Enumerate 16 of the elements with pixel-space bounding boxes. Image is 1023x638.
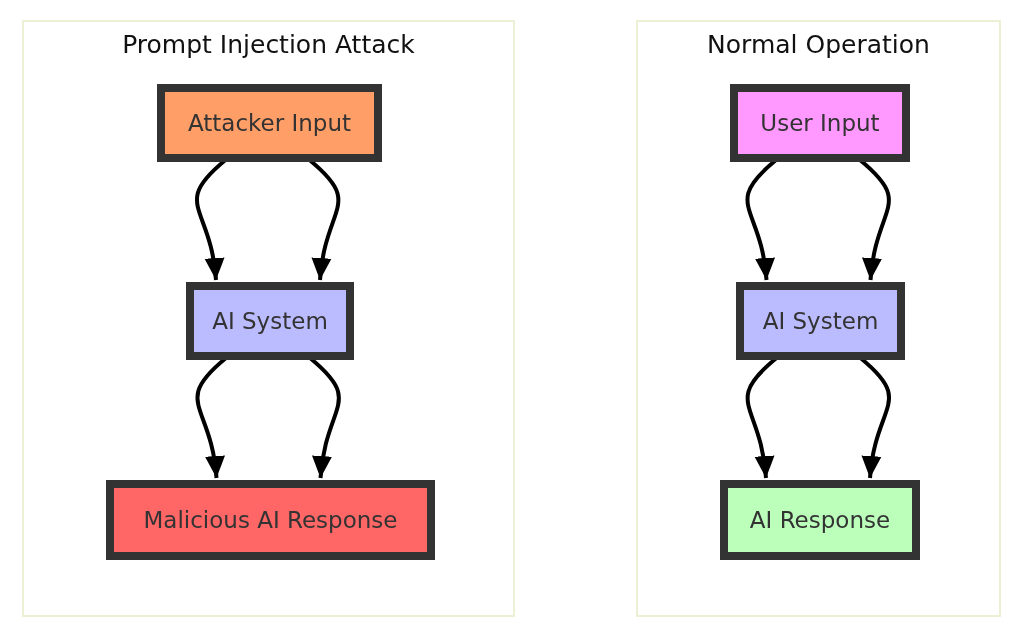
process-box xyxy=(730,84,910,162)
group-frame xyxy=(636,20,1001,617)
node-label: Attacker Input xyxy=(187,110,352,136)
node-label: AI System xyxy=(762,308,879,334)
node-label: User Input xyxy=(760,110,880,136)
group-frame xyxy=(22,20,515,617)
process-box xyxy=(157,84,382,162)
node-label: AI System xyxy=(212,308,328,334)
group-title: Prompt Injection Attack xyxy=(121,30,416,59)
group-title: Normal Operation xyxy=(706,30,931,59)
process-box xyxy=(186,282,354,360)
process-box xyxy=(720,480,920,560)
process-box xyxy=(106,480,435,560)
node-label: Malicious AI Response xyxy=(143,507,398,533)
process-box xyxy=(736,282,905,360)
node-label: AI Response xyxy=(749,507,891,533)
